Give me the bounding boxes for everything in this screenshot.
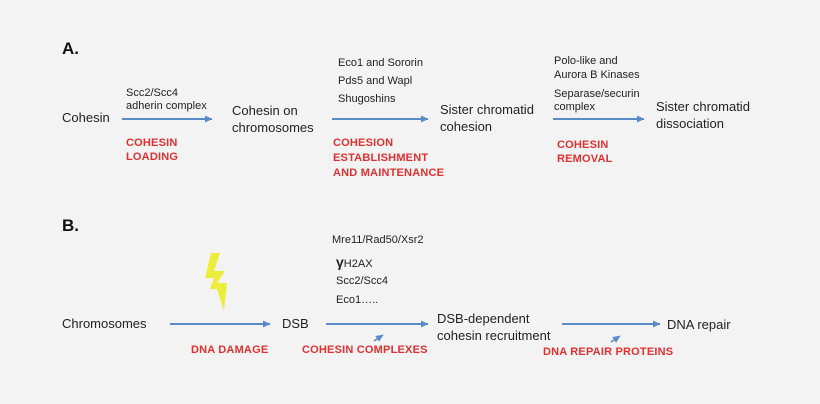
small-arrow-repair [610,335,621,343]
factor-pds5-wapl: Pds5 and Wapl [338,75,413,87]
label-cohesion-establishment: COHESION ESTABLISHMENT AND MAINTENANCE [333,137,445,179]
small-arrow-complexes [373,334,384,342]
factor-shugoshins: Shugoshins [338,93,396,105]
node-cohesin-on-chromosomes: Cohesin on chromosomes [232,103,314,135]
label-scc2-scc4-adherin: Scc2/Scc4 adherin complex [126,87,207,112]
node-cohesin: Cohesin [62,110,110,125]
node-sister-chromatid-dissociation: Sister chromatid dissociation [656,99,750,131]
label-dna-repair-proteins: DNA REPAIR PROTEINS [543,346,674,358]
panel-a-label: A. [62,39,79,58]
factor-mre11-rad50-xsr2: Mre11/Rad50/Xsr2 [332,234,424,246]
label-cohesin-complexes: COHESIN COMPLEXES [302,344,428,356]
label-cohesin-loading: COHESIN LOADING [126,137,179,163]
label-cohesin-removal: COHESIN REMOVAL [557,139,613,165]
label-dna-damage: DNA DAMAGE [191,344,269,356]
node-dna-repair: DNA repair [667,317,731,332]
node-dsb-cohesin-recruitment: DSB-dependent cohesin recruitment [437,311,551,343]
lightning-bolt-icon [205,253,227,311]
node-sister-chromatid-cohesion: Sister chromatid cohesion [440,102,534,134]
panel-b-label: B. [62,216,79,235]
factor-eco1-sororin: Eco1 and Sororin [338,57,423,69]
factor-h2ax-text: H2AX [343,258,373,270]
factor-scc2-scc4: Scc2/Scc4 [336,275,388,287]
gamma-symbol: γ [336,254,344,270]
factor-eco1: Eco1….. [336,294,379,306]
label-separase-securin: Separase/securin complex [554,88,640,113]
label-kinases: Polo-like and Aurora B Kinases [554,55,640,81]
factor-gamma-h2ax: γH2AX [336,254,373,272]
node-chromosomes: Chromosomes [62,316,147,331]
node-dsb: DSB [282,316,309,331]
